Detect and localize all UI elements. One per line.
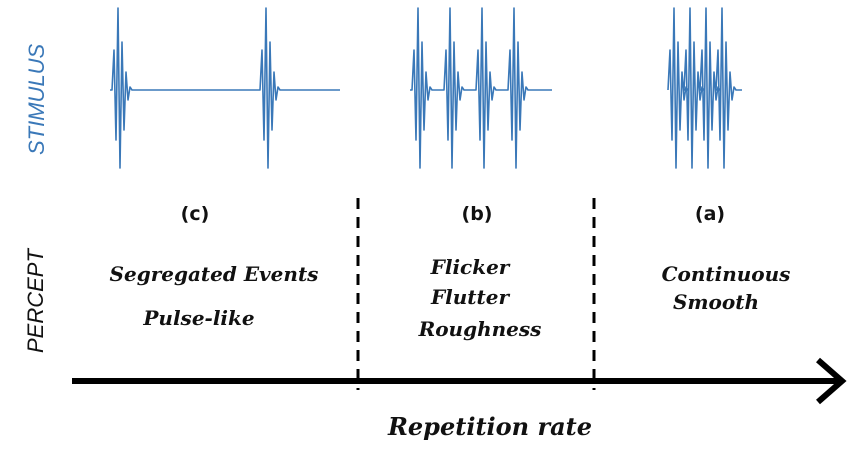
axis-arrowhead (816, 357, 847, 405)
percept-b-line-2: Flutter (430, 285, 510, 309)
percept-a-line-1: Continuous (661, 262, 791, 286)
region-b-tag: (b) (461, 203, 493, 225)
percept-label: PERCEPT (23, 249, 48, 353)
waveform-b (410, 7, 552, 169)
percept-b-line-1: Flicker (430, 255, 510, 279)
stimulus-label: STIMULUS (24, 43, 49, 155)
axis-label: Repetition rate (387, 412, 593, 441)
waveform-c (110, 7, 340, 169)
region-a-tag: (a) (694, 203, 726, 225)
percept-c-line-1: Segregated Events (109, 262, 319, 286)
region-c-tag: (c) (180, 203, 210, 225)
percept-a-line-2: Smooth (672, 290, 760, 314)
percept-c-line-2: Pulse-like (143, 306, 255, 330)
percept-b-line-3: Roughness (418, 317, 542, 341)
waveform-a (667, 7, 742, 169)
stimulus-waveforms (110, 7, 742, 169)
